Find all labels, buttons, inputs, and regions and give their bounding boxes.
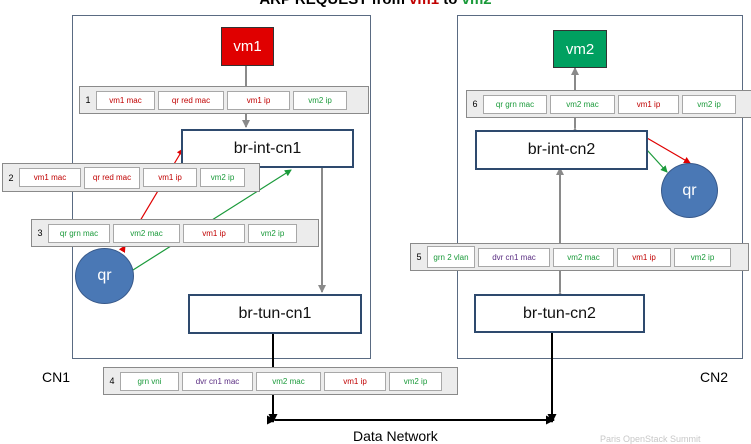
host-cn1-label: CN1 [42,369,71,385]
data-network-label: Data Network [353,428,438,444]
title-source: vm1 [409,0,439,8]
header-6-field-4: vm2 ip [682,94,736,114]
header-2-number: 2 [8,172,14,183]
header-2-field-1: vm1 mac [19,168,81,187]
header-1-field-2: qr red mac [158,90,224,110]
header-5-field-3: vm2 mac [553,247,614,267]
header-2-field-2: qr red mac [84,166,140,189]
header-1-number: 1 [85,95,91,105]
packet-header-6: 6 qr grn mac vm2 mac vm1 ip vm2 ip [466,90,751,118]
header-5-number: 5 [416,252,422,262]
packet-header-4: 4 grn vni dvr cn1 mac vm2 mac vm1 ip vm2… [103,367,458,395]
packet-header-5: 5 grn 2 vlan dvr cn1 mac vm2 mac vm1 ip … [410,243,749,271]
header-1-field-3: vm1 ip [227,90,290,110]
header-3-field-2: vm2 mac [113,223,180,243]
header-6-number: 6 [472,99,478,109]
header-5-field-5: vm2 ip [674,247,731,267]
title-mid: to [439,0,462,8]
header-4-field-5: vm2 ip [389,371,442,391]
packet-header-3: 3 qr grn mac vm2 mac vm1 ip vm2 ip [31,219,319,247]
br-tun-cn1-box[interactable]: br-tun-cn1 [188,294,362,334]
header-4-field-4: vm1 ip [324,371,386,391]
qr-cn2-router[interactable]: qr [661,163,718,218]
header-3-field-1: qr grn mac [48,223,110,243]
packet-header-2: 2 vm1 mac qr red mac vm1 ip vm2 ip [2,163,260,192]
qr-cn1-router[interactable]: qr [75,248,134,304]
link-br-int-cn2-qr-green [640,143,668,173]
br-int-cn2-box[interactable]: br-int-cn2 [475,130,648,170]
header-2-field-3: vm1 ip [143,168,197,187]
header-4-field-2: dvr cn1 mac [182,371,253,391]
header-4-field-3: vm2 mac [256,371,321,391]
header-1-field-4: vm2 ip [293,90,347,110]
vm2-box[interactable]: vm2 [553,30,607,68]
header-2-field-4: vm2 ip [200,168,245,187]
header-3-number: 3 [37,228,43,238]
header-5-field-2: dvr cn1 mac [478,247,550,267]
header-5-field-4: vm1 ip [617,247,671,267]
title-destination: vm2 [462,0,492,8]
title-prefix: ARP REQUEST from [259,0,409,8]
header-3-field-3: vm1 ip [183,223,245,243]
link-br-int-cn2-qr-red [640,131,691,164]
br-tun-cn2-box[interactable]: br-tun-cn2 [474,294,645,333]
header-1-field-1: vm1 mac [96,90,155,110]
summit-watermark: Paris OpenStack Summit [600,434,701,444]
header-3-field-4: vm2 ip [248,223,297,243]
vm1-box[interactable]: vm1 [221,27,274,66]
header-4-field-1: grn vni [120,371,179,391]
diagram-title: ARP REQUEST from vm1 to vm2 [0,0,751,8]
header-5-field-1: grn 2 vlan [427,246,475,268]
header-6-field-2: vm2 mac [550,94,615,114]
header-4-number: 4 [109,376,115,386]
host-cn2-label: CN2 [700,369,729,385]
packet-header-1: 1 vm1 mac qr red mac vm1 ip vm2 ip [79,86,369,114]
header-6-field-3: vm1 ip [618,94,679,114]
header-6-field-1: qr grn mac [483,94,547,114]
